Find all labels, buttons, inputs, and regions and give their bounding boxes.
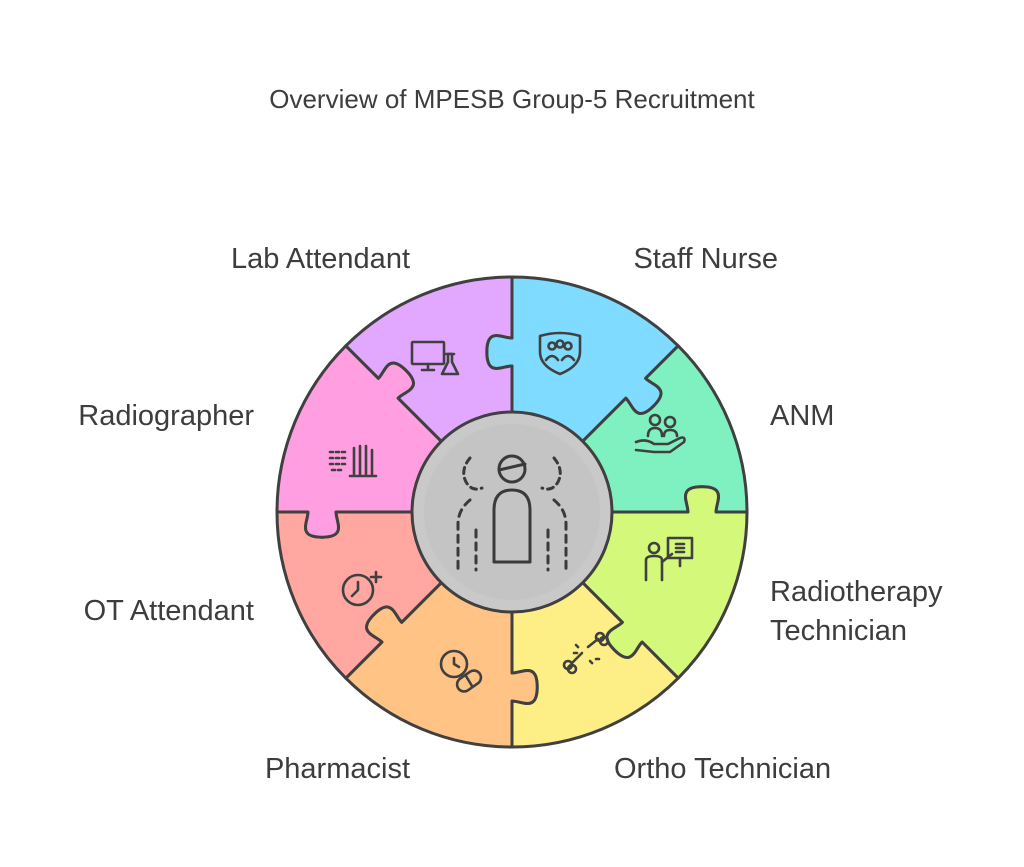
diagram-title: Overview of MPESB Group-5 Recruitment xyxy=(269,84,755,114)
xray-hand-icon xyxy=(328,444,378,478)
role-labels: Staff Nurse ANM Radiotherapy Technician … xyxy=(78,243,943,785)
doctor-xray-board-icon xyxy=(644,536,694,582)
label-radiotherapy-technician-line1: Radiotherapy xyxy=(770,576,943,608)
segment-lab-attendant xyxy=(344,275,514,445)
label-staff-nurse: Staff Nurse xyxy=(633,243,778,275)
label-pharmacist: Pharmacist xyxy=(265,753,410,785)
broken-bone-icon xyxy=(562,631,610,675)
center-hub xyxy=(410,410,614,614)
label-radiotherapy-technician-line2: Technician xyxy=(770,615,907,647)
label-anm: ANM xyxy=(770,400,834,432)
label-lab-attendant: Lab Attendant xyxy=(231,243,410,275)
clock-plus-icon xyxy=(341,570,383,607)
label-ot-attendant: OT Attendant xyxy=(84,595,254,627)
pill-clock-icon xyxy=(439,649,483,693)
hand-care-people-icon xyxy=(634,413,686,454)
group-people-icon xyxy=(456,454,568,572)
label-ortho-technician: Ortho Technician xyxy=(614,753,831,785)
monitor-flask-icon xyxy=(410,340,460,376)
label-radiographer: Radiographer xyxy=(78,400,254,432)
nurse-group-shield-icon xyxy=(538,331,582,376)
